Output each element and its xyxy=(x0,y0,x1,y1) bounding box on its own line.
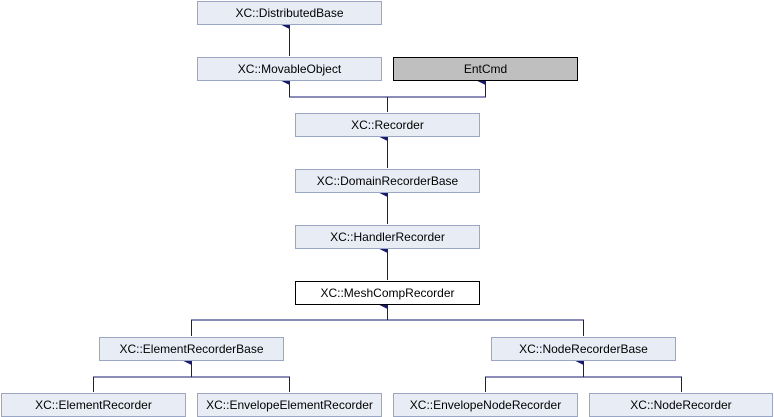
node-distributed-base[interactable]: XC::DistributedBase xyxy=(197,1,382,25)
node-ent-cmd[interactable]: EntCmd xyxy=(393,57,578,81)
node-domain-recorder-base[interactable]: XC::DomainRecorderBase xyxy=(295,169,480,193)
edge-recorder-to-movable xyxy=(281,77,388,112)
edge-elementrec-to-elementbase xyxy=(93,357,192,392)
edge-recorder-to-entcmd xyxy=(387,77,486,98)
node-element-recorder-base[interactable]: XC::ElementRecorderBase xyxy=(99,337,284,361)
edge-envelement-to-elementbase xyxy=(191,376,290,392)
edge-nodebase-to-meshcomp xyxy=(387,319,584,336)
node-envelope-node-recorder[interactable]: XC::EnvelopeNodeRecorder xyxy=(393,393,578,417)
node-node-recorder-base[interactable]: XC::NodeRecorderBase xyxy=(491,337,676,361)
node-mesh-comp-recorder: XC::MeshCompRecorder xyxy=(295,281,480,305)
node-node-recorder[interactable]: XC::NodeRecorder xyxy=(589,393,773,417)
node-recorder[interactable]: XC::Recorder xyxy=(295,113,480,137)
node-envelope-element-recorder[interactable]: XC::EnvelopeElementRecorder xyxy=(197,393,382,417)
node-handler-recorder[interactable]: XC::HandlerRecorder xyxy=(295,225,480,249)
node-element-recorder[interactable]: XC::ElementRecorder xyxy=(1,393,186,417)
node-movable-object[interactable]: XC::MovableObject xyxy=(197,57,382,81)
edge-envnode-to-nodebase xyxy=(485,357,584,392)
edge-elementbase-to-meshcomp xyxy=(191,301,388,336)
edge-noderec-to-nodebase xyxy=(583,376,682,392)
